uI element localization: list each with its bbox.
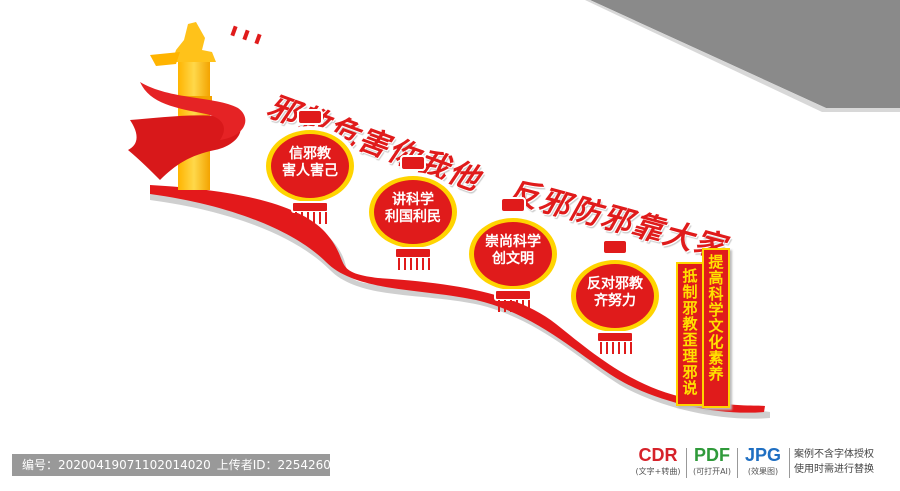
format-jpg-sub: (效果图) [747, 467, 779, 476]
id-label: 编号： [22, 458, 59, 472]
format-pdf-name: PDF [694, 445, 730, 465]
id-value: 20200419071102014020 [58, 458, 211, 472]
lantern-1: 信邪教 害人害己 [258, 108, 362, 230]
lantern-4-text: 反对邪教 齐努力 [577, 276, 653, 310]
uploader-value: 2254260 [277, 458, 331, 472]
lantern-4: 反对邪教 齐努力 [563, 238, 667, 360]
lantern-2-text: 讲科学 利国利民 [375, 192, 451, 226]
lantern-3-line-1: 崇尚科学 [485, 234, 541, 250]
format-jpg: JPG (效果图) [740, 444, 786, 477]
red-ribbon-path [150, 185, 765, 413]
lantern-icon [365, 155, 461, 270]
format-cdr-sub: (文字+转曲) [635, 467, 681, 476]
pillar-wing [150, 52, 180, 66]
format-divider [789, 448, 790, 478]
lantern-1-line-2: 害人害己 [282, 163, 338, 179]
font-note-line-1: 案例不含字体授权 [794, 449, 874, 460]
lantern-2-line-1: 讲科学 [392, 192, 434, 208]
lantern-4-line-1: 反对邪教 [587, 276, 643, 292]
lantern-1-line-1: 信邪教 [289, 146, 331, 162]
footer-info-bar: 编号：20200419071102014020 上传者ID：2254260 [12, 454, 331, 476]
decorative-marks [230, 25, 262, 45]
format-badges: CDR (文字+转曲) PDF (可打开AI) JPG (效果图) 案例不含字体… [627, 444, 895, 484]
red-flag-drape [128, 115, 241, 180]
format-divider [737, 448, 738, 478]
format-pdf: PDF (可打开AI) [689, 444, 735, 477]
lantern-2: 讲科学 利国利民 [361, 154, 465, 276]
pillar-cap [172, 22, 216, 62]
ribbon-shadow [150, 190, 770, 419]
lantern-icon [567, 239, 663, 354]
lantern-4-line-2: 齐努力 [594, 293, 636, 309]
banner-left-text: 抵制邪教歪理邪说 [682, 267, 698, 397]
uploader-label: 上传者ID： [216, 458, 278, 472]
format-cdr-name: CDR [638, 445, 678, 465]
lantern-1-text: 信邪教 害人害己 [272, 146, 348, 180]
lantern-3-line-2: 创文明 [492, 251, 534, 267]
lantern-icon [262, 109, 358, 224]
lantern-3: 崇尚科学 创文明 [461, 196, 565, 318]
format-cdr: CDR (文字+转曲) [633, 444, 683, 477]
format-divider [686, 448, 687, 478]
format-pdf-sub: (可打开AI) [692, 467, 732, 476]
lantern-2-line-2: 利国利民 [385, 209, 441, 225]
red-flag-swirl [140, 82, 246, 140]
ceiling-shadow [590, 0, 900, 108]
vertical-banner-left: 抵制邪教歪理邪说 [676, 262, 704, 406]
lantern-3-text: 崇尚科学 创文明 [475, 234, 551, 268]
banner-right-text: 提高科学文化素养 [708, 253, 724, 383]
font-note-line-2: 使用时需进行替换 [794, 464, 874, 475]
lantern-icon [465, 197, 561, 312]
vertical-banner-right: 提高科学文化素养 [702, 248, 730, 408]
format-jpg-name: JPG [744, 445, 782, 465]
font-license-note: 案例不含字体授权 使用时需进行替换 [794, 447, 874, 477]
